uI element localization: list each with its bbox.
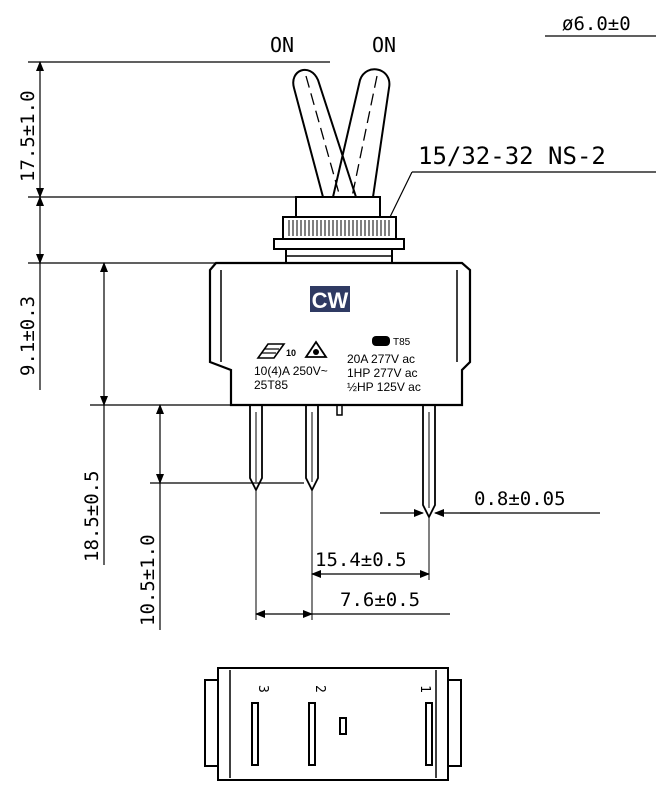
- terminal-pins: [249, 405, 436, 520]
- left-rating-line-1: 10(4)A 250V~: [254, 364, 328, 378]
- dimension-lines: [28, 35, 656, 630]
- cw-logo: CW: [310, 286, 350, 313]
- ul-mark-code: T85: [393, 337, 411, 348]
- dim-thread: 15/32-32 NS-2: [418, 142, 606, 170]
- terminal-label-2: 2: [312, 685, 327, 693]
- tuv-mark-icon: [304, 340, 328, 358]
- bushing: [273, 196, 405, 264]
- terminal-label-3: 3: [255, 685, 270, 693]
- toggle-levers: [292, 68, 391, 198]
- right-rating-line-3: ½HP 125V ac: [347, 380, 421, 394]
- enec-mark-icon: 10: [256, 343, 296, 359]
- dim-terminal-thickness: 0.8±0.05: [474, 488, 566, 510]
- dim-body-to-tip: 18.5±0.5: [81, 470, 103, 562]
- ul-mark-icon: T85: [372, 336, 411, 348]
- dim-lever-height: 17.5±1.0: [17, 90, 39, 182]
- brand-logo-text: CW: [312, 288, 349, 313]
- dim-top-diameter: ø6.0±0: [562, 13, 631, 35]
- switch-body: [208, 261, 472, 407]
- terminal-label-1: 1: [417, 685, 432, 693]
- nut-knurling: [288, 220, 390, 236]
- position-label-right: ON: [372, 33, 396, 57]
- cert-mark-number: 10: [286, 348, 296, 358]
- position-label-left: ON: [270, 33, 294, 57]
- dim-terminal-length: 10.5±1.0: [137, 534, 159, 626]
- bottom-view: [204, 667, 462, 781]
- right-rating-line-1: 20A 277V ac: [347, 352, 415, 366]
- left-rating-line-2: 25T85: [254, 378, 288, 392]
- dim-bushing-height: 9.1±0.3: [17, 296, 39, 376]
- right-rating-line-2: 1HP 277V ac: [347, 366, 418, 380]
- dim-inner-spacing: 7.6±0.5: [340, 589, 420, 611]
- dim-outer-spacing: 15.4±0.5: [315, 549, 407, 571]
